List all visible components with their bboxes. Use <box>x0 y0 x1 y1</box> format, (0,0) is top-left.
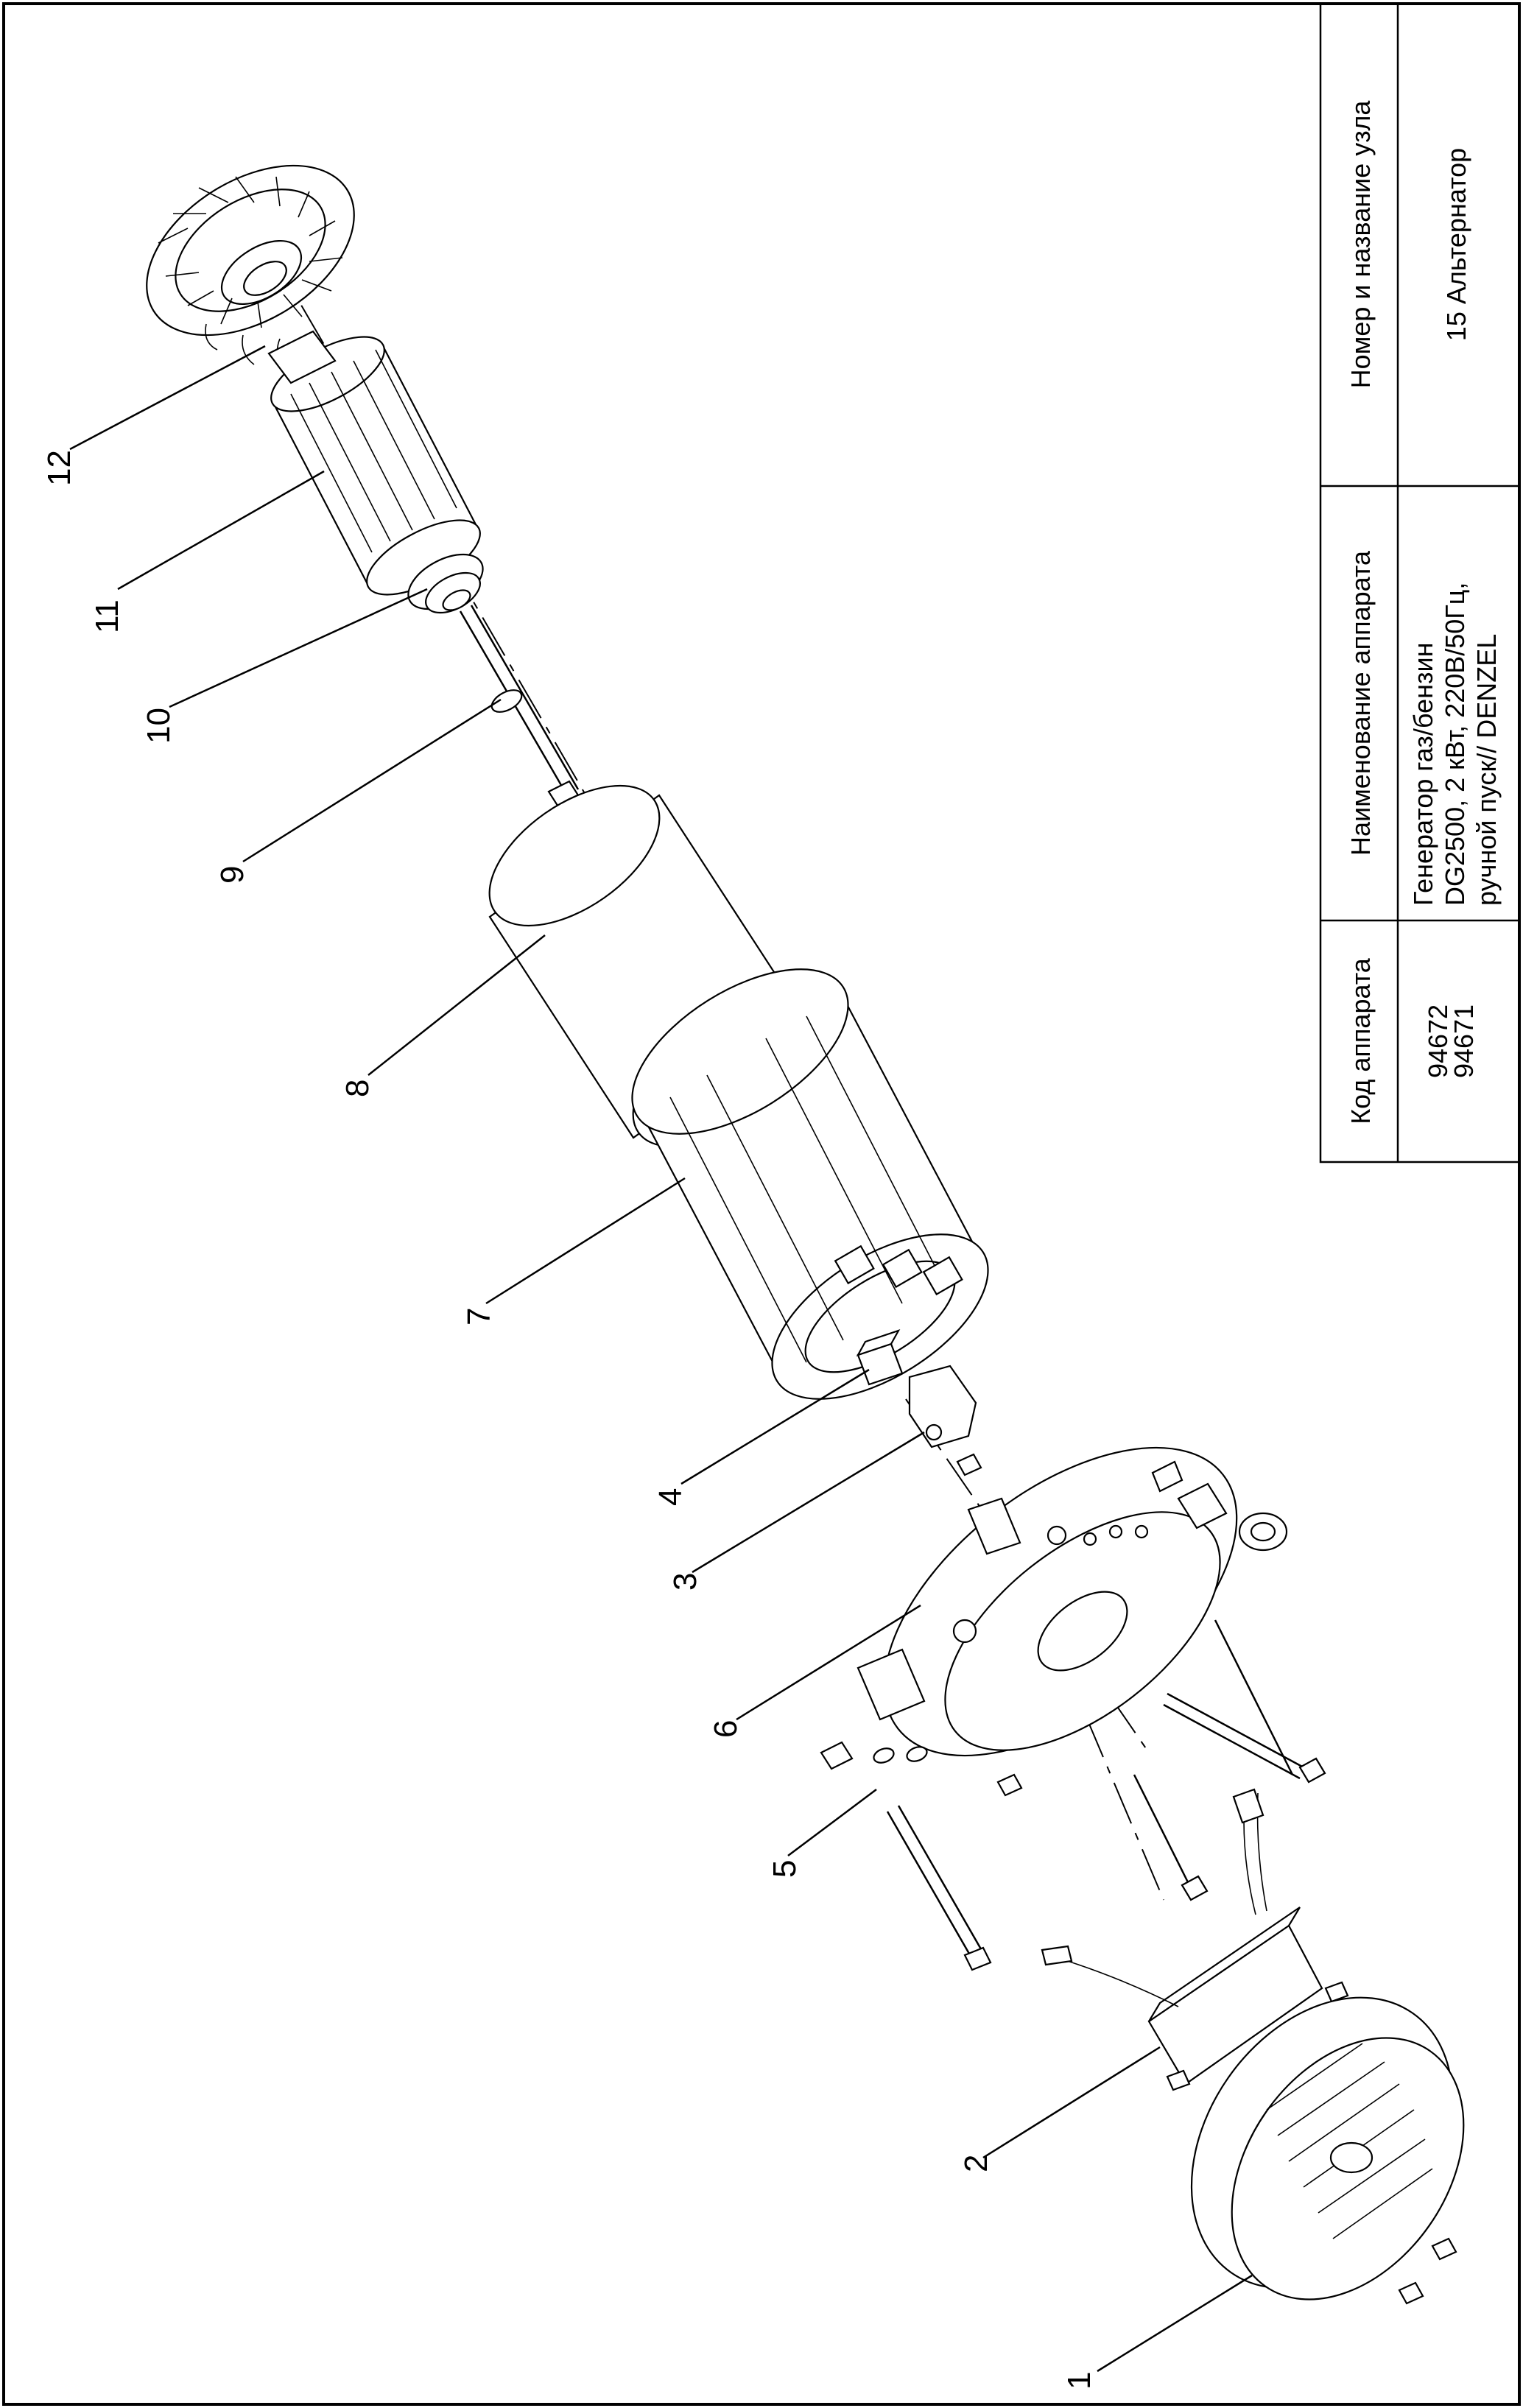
callout-2: 2 <box>958 2155 994 2172</box>
callout-6: 6 <box>708 1720 744 1738</box>
part-6-end-shield <box>857 1446 1288 1757</box>
title-header-code: Код аппарата <box>1346 957 1376 1124</box>
part-10-bearing <box>407 553 484 614</box>
callout-11: 11 <box>89 599 125 633</box>
callout-9: 9 <box>214 866 250 884</box>
callout-7: 7 <box>461 1308 497 1326</box>
callout-labels: 1 2 3 4 5 6 7 8 9 10 11 12 <box>41 450 1097 2390</box>
callout-4: 4 <box>653 1488 689 1506</box>
leader-lines <box>69 345 1253 2373</box>
device-name-line-2: DG2500, 2 кВт, 220В/50Гц, <box>1440 582 1470 906</box>
callout-12: 12 <box>41 450 77 486</box>
node-name: 15 Альтернатор <box>1441 148 1471 341</box>
callout-1: 1 <box>1061 2372 1097 2390</box>
device-code-2: 94671 <box>1449 1004 1479 1078</box>
part-4-brush-holder <box>856 1329 904 1386</box>
part-11-rotor <box>267 330 481 596</box>
title-block: Код аппарата Наименование аппарата Номер… <box>1319 4 1519 1163</box>
callout-5: 5 <box>767 1860 803 1878</box>
part-1-rear-cover <box>1190 1996 1465 2305</box>
part-12-cooling-fan <box>146 164 355 369</box>
device-name-line-1: Генератор газ/бензин <box>1408 643 1438 906</box>
part-2-voltage-regulator <box>1041 1788 1349 2091</box>
part-7-stator <box>631 968 989 1400</box>
device-code-1: 94672 <box>1423 1004 1453 1078</box>
callout-3: 3 <box>667 1573 703 1591</box>
callout-10: 10 <box>141 708 177 744</box>
callout-8: 8 <box>340 1080 376 1097</box>
title-header-node: Номер и название узла <box>1346 100 1376 389</box>
part-5-tie-bolts <box>820 1453 1326 1971</box>
title-header-name: Наименование аппарата <box>1346 550 1376 856</box>
part-3-bracket <box>908 1365 977 1448</box>
device-name-line-3: ручной пуск// DENZEL <box>1471 634 1502 906</box>
part-9-shaft-washer <box>459 605 581 809</box>
